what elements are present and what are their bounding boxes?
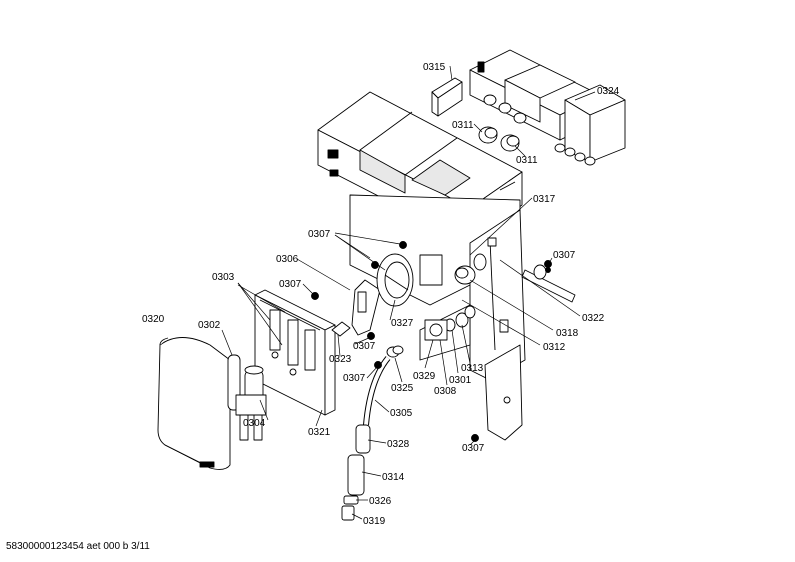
label-0307-low: 0307 bbox=[343, 373, 366, 384]
label-0318: 0318 bbox=[556, 328, 579, 339]
label-0323: 0323 bbox=[329, 354, 352, 365]
screws bbox=[311, 241, 552, 442]
knob-0311-upper bbox=[478, 126, 498, 144]
label-0311-upper: 0311 bbox=[452, 120, 474, 131]
label-0313: 0313 bbox=[461, 363, 484, 374]
front-cover bbox=[157, 337, 231, 470]
label-0307-top: 0307 bbox=[308, 229, 331, 240]
label-0328: 0328 bbox=[387, 439, 410, 450]
label-0327: 0327 bbox=[391, 318, 414, 329]
label-0308: 0308 bbox=[434, 386, 457, 397]
label-0319: 0319 bbox=[363, 516, 386, 527]
heat-exchanger bbox=[227, 354, 267, 441]
label-0311-lower: 0311 bbox=[516, 155, 538, 166]
sensor-assembly bbox=[419, 253, 487, 286]
part-labels: 0315 0324 0311 0311 0317 0307 0307 0306 … bbox=[142, 62, 620, 527]
label-0301: 0301 bbox=[449, 375, 472, 386]
label-0303: 0303 bbox=[212, 272, 235, 283]
label-0304: 0304 bbox=[243, 418, 266, 429]
bracket-0315 bbox=[431, 77, 463, 117]
housing-body bbox=[349, 194, 526, 441]
label-0305: 0305 bbox=[390, 408, 413, 419]
label-0302: 0302 bbox=[198, 320, 221, 331]
label-0315: 0315 bbox=[423, 62, 446, 73]
label-0320: 0320 bbox=[142, 314, 165, 325]
label-0325: 0325 bbox=[391, 383, 414, 394]
label-0314: 0314 bbox=[382, 472, 405, 483]
label-0329: 0329 bbox=[413, 371, 436, 382]
label-0322: 0322 bbox=[582, 313, 605, 324]
pin-0323 bbox=[331, 321, 351, 337]
main-housing bbox=[317, 91, 523, 244]
label-0307-left: 0307 bbox=[279, 279, 302, 290]
control-valve-unit bbox=[469, 49, 626, 166]
label-0307-mid: 0307 bbox=[353, 341, 376, 352]
label-0317: 0317 bbox=[533, 194, 556, 205]
document-reference: 58300000123454 aet 000 b 3/11 bbox=[6, 541, 150, 552]
label-0307-bottom: 0307 bbox=[462, 443, 485, 454]
hose-assembly bbox=[341, 356, 391, 521]
knob-0311-lower bbox=[500, 134, 520, 152]
pin-0322 bbox=[521, 264, 576, 303]
label-0307-right: 0307 bbox=[553, 250, 576, 261]
gasket-plate bbox=[351, 279, 381, 336]
mounting-frame bbox=[254, 289, 336, 416]
fitting-0325 bbox=[386, 345, 404, 358]
label-0312: 0312 bbox=[543, 342, 566, 353]
label-0324: 0324 bbox=[597, 86, 620, 97]
leader-lines bbox=[221, 65, 596, 520]
burner-disc bbox=[376, 253, 414, 307]
label-0321: 0321 bbox=[308, 427, 331, 438]
label-0326: 0326 bbox=[369, 496, 392, 507]
pump-fittings bbox=[424, 305, 476, 341]
label-0306: 0306 bbox=[276, 254, 299, 265]
